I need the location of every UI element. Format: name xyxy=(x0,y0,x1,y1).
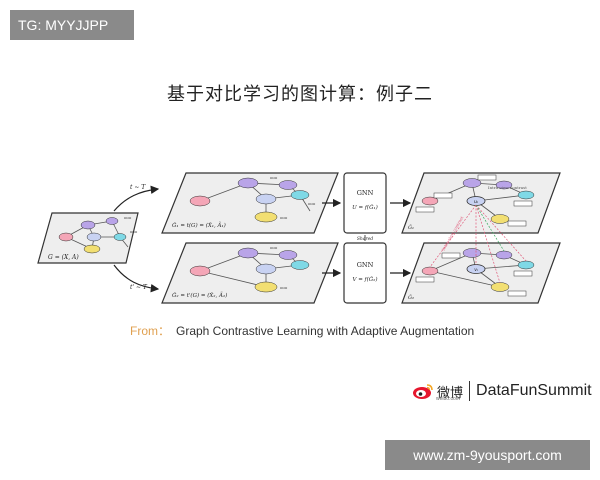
brand-separator xyxy=(469,381,471,401)
svg-text:GNN: GNN xyxy=(357,261,374,269)
node-u-label: uᵢ xyxy=(474,199,478,205)
weibo-text: 微博 xyxy=(437,385,464,401)
weibo-subtext: weibo.com xyxy=(436,396,460,402)
svg-text:V = f(G̃₂): V = f(G̃₂) xyxy=(352,276,377,283)
svg-text:ooo: ooo xyxy=(270,175,278,180)
view2-panel: ooo ooo G̃₂ = t'(G) = (X̃₂, Ã₂) xyxy=(161,242,339,304)
output-view2-panel: vᵢ G̃₂ xyxy=(401,242,561,304)
source-caption: From： Graph Contrastive Learning with Ada… xyxy=(130,322,474,339)
svg-text:U = f(G̃₁): U = f(G̃₁) xyxy=(352,204,378,211)
gnn-encoder-1: GNN U = f(G̃₁) xyxy=(343,172,387,234)
gnn-encoder-2: GNN V = f(G̃₂) xyxy=(343,242,387,304)
view1-label: G̃₁ = t(G) = (X̃₁, Ã₁) xyxy=(172,221,226,229)
output-view1-panel: uᵢ Intra-view contrast G̃₁ xyxy=(401,172,561,234)
weibo-logo-icon xyxy=(413,384,433,399)
view2-label: G̃₂ = t'(G) = (X̃₂, Ã₂) xyxy=(172,291,227,299)
svg-text:GNN: GNN xyxy=(357,189,374,197)
inter-view-links xyxy=(429,204,527,284)
output-view2-label: G̃₂ xyxy=(408,294,414,301)
contrastive-learning-diagram: ooo ooo G = (X, A) t ~ T t' ~ T ooo ooo … xyxy=(37,172,561,304)
view1-panel: ooo ooo ooo G̃₁ = t(G) = (X̃₁, Ã₁) xyxy=(161,172,339,234)
caption-text: Graph Contrastive Learning with Adaptive… xyxy=(176,324,475,338)
caption-from: From： xyxy=(130,324,170,338)
watermark-top-left: TG: MYYJJPP xyxy=(10,10,134,40)
shared-label: Shared xyxy=(357,236,373,242)
input-graph-panel: ooo ooo G = (X, A) xyxy=(37,212,139,264)
svg-text:ooo: ooo xyxy=(308,201,316,206)
svg-text:ooo: ooo xyxy=(280,215,288,220)
svg-text:ooo: ooo xyxy=(280,285,288,290)
input-graph-label: G = (X, A) xyxy=(48,254,79,261)
watermark-bottom-right: www.zm-9yousport.com xyxy=(385,440,590,470)
output-view1-label: G̃₁ xyxy=(408,224,414,231)
slide-title: 基于对比学习的图计算：例子二 xyxy=(167,84,433,105)
brand-footer: 微博 weibo.com DataFunSummit xyxy=(412,377,592,405)
augmentation-t-prime-label: t' ~ T xyxy=(130,284,148,291)
augmentation-t-label: t ~ T xyxy=(130,184,146,191)
svg-text:ooo: ooo xyxy=(130,229,138,234)
node-v-label: vᵢ xyxy=(474,267,478,273)
brand-name: DataFunSummit xyxy=(476,382,592,399)
intra-view-label: Intra-view contrast xyxy=(488,185,527,190)
svg-text:ooo: ooo xyxy=(270,245,278,250)
svg-text:ooo: ooo xyxy=(124,215,132,220)
